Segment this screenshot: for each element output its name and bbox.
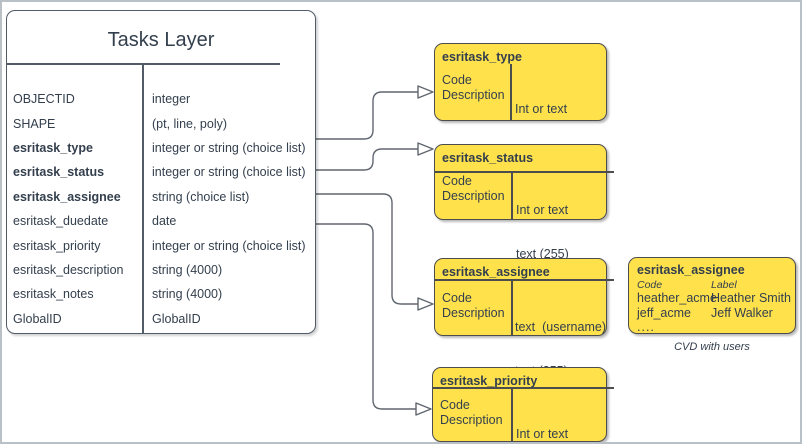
- box-title-separator: [433, 279, 614, 281]
- field-name: esritask_priority: [13, 238, 101, 253]
- box-title: esritask_assignee: [442, 265, 550, 279]
- code-label: Code: [442, 73, 472, 87]
- cvd-users-box[interactable]: esritask_assignee Code Label heather_acm…: [628, 257, 796, 334]
- code-header: Code: [637, 279, 663, 291]
- code-type: Int or text: [516, 203, 569, 217]
- box-title-separator: [433, 171, 614, 173]
- cvd-code: jeff_acme: [637, 305, 691, 320]
- code-label: Code: [440, 398, 470, 412]
- type-column: Int or text text (255): [511, 174, 569, 290]
- box-title: esritask_assignee: [637, 263, 745, 277]
- field-type: date: [152, 214, 177, 229]
- field-type: integer: [152, 92, 191, 107]
- type-column: Int or text text (255): [511, 398, 569, 442]
- box-column-divider: [510, 64, 512, 120]
- cvd-headers: Code Label: [637, 279, 793, 291]
- field-type: string (4000): [152, 262, 223, 277]
- field-name: OBJECTID: [13, 92, 75, 107]
- box-columns: Code Description Int or text text (255): [433, 398, 606, 442]
- code-label: Code: [442, 174, 472, 188]
- code-type: Int or text: [516, 427, 569, 441]
- tasks-layer-title: Tasks Layer: [107, 29, 215, 51]
- box-column-divider: [511, 172, 513, 219]
- code-label: Code: [442, 291, 472, 305]
- arrowhead-esritask-status: [417, 142, 434, 156]
- field-type: string (4000): [152, 287, 223, 302]
- field-type: string (choice list): [152, 189, 250, 204]
- field-name: esritask_description: [13, 262, 124, 277]
- description-label: Description: [442, 87, 505, 102]
- box-column-divider: [511, 388, 513, 441]
- code-description-column: Code Description: [435, 291, 510, 407]
- code-type: Int or text: [515, 102, 568, 116]
- box-title: esritask_type: [442, 50, 522, 64]
- cvd-caption: CVD with users: [674, 341, 750, 353]
- box-title-separator: [431, 387, 614, 389]
- field-name: esritask_notes: [13, 287, 94, 302]
- field-type: integer or string (choice list): [152, 238, 306, 253]
- cvd-row: jeff_acme Jeff Walker: [637, 306, 793, 321]
- field-name: esritask_status: [13, 165, 105, 180]
- code-description-column: Code Description: [433, 398, 511, 442]
- field-row: GlobalID GlobalID: [7, 307, 315, 331]
- cvd-row: heather_acme Heather Smith: [637, 291, 793, 306]
- choice-list-box-esritask-priority[interactable]: esritask_priority Code Description Int o…: [431, 367, 614, 442]
- field-name: esritask_assignee: [13, 189, 121, 204]
- connector-esritask-priority: [316, 223, 416, 410]
- box-columns: Code Description Int or text text (255): [435, 174, 606, 290]
- code-description-column: Code Description: [435, 174, 511, 290]
- arrowhead-esritask-priority: [415, 402, 432, 416]
- title-separator: [7, 63, 280, 65]
- arrowhead-esritask-type: [417, 85, 434, 99]
- field-row: esritask_type integer or string (choice …: [7, 136, 315, 160]
- connector-esritask-type: [316, 91, 418, 140]
- field-type: integer or string (choice list): [152, 140, 306, 155]
- field-type: GlobalID: [152, 311, 201, 326]
- connector-esritask-status: [316, 148, 418, 171]
- cvd-label: Jeff Walker: [711, 305, 773, 320]
- choice-list-box-esritask-type[interactable]: esritask_type Code Description Int or te…: [434, 43, 607, 160]
- field-row: esritask_description string (4000): [7, 258, 315, 282]
- code-description-column: Code Description: [435, 73, 510, 189]
- field-row: SHAPE (pt, line, poly): [7, 111, 315, 135]
- cvd-grid: Code Label heather_acme Heather Smith je…: [637, 279, 793, 334]
- tasks-layer-table[interactable]: Tasks Layer OBJECTID integer SHAPE (pt, …: [6, 10, 316, 334]
- choice-list-box-esritask-assignee[interactable]: esritask_assignee Code Description text …: [433, 258, 614, 378]
- field-type: (pt, line, poly): [152, 116, 228, 131]
- field-row: esritask_status integer or string (choic…: [7, 160, 315, 184]
- field-name: esritask_duedate: [13, 214, 109, 229]
- code-type: text (username): [514, 320, 606, 334]
- cvd-ellipsis: ....: [637, 320, 655, 334]
- arrowhead-esritask-assignee: [417, 297, 434, 311]
- box-column-divider: [511, 280, 513, 335]
- field-row: esritask_priority integer or string (cho…: [7, 233, 315, 257]
- box-title: esritask_status: [442, 151, 534, 165]
- field-row: esritask_assignee string (choice list): [7, 185, 315, 209]
- box-title: esritask_priority: [440, 374, 538, 388]
- field-row: OBJECTID integer: [7, 87, 315, 111]
- description-type: text (255): [516, 246, 569, 261]
- field-name: esritask_type: [13, 140, 93, 155]
- field-type: integer or string (choice list): [152, 165, 306, 180]
- field-row: esritask_notes string (4000): [7, 282, 315, 306]
- field-row: esritask_duedate date: [7, 209, 315, 233]
- field-name: GlobalID: [13, 311, 62, 326]
- column-divider: [142, 63, 144, 333]
- field-list: OBJECTID integer SHAPE (pt, line, poly) …: [7, 87, 315, 331]
- cvd-label: Heather Smith: [711, 291, 791, 305]
- description-label: Description: [442, 188, 505, 203]
- connector-esritask-assignee: [316, 193, 418, 305]
- label-header: Label: [711, 279, 737, 291]
- field-name: SHAPE: [13, 116, 56, 131]
- choice-list-box-esritask-status[interactable]: esritask_status Code Description Int or …: [433, 144, 614, 261]
- description-label: Description: [442, 305, 505, 320]
- description-label: Description: [440, 412, 503, 427]
- cvd-code: heather_acme: [637, 291, 717, 305]
